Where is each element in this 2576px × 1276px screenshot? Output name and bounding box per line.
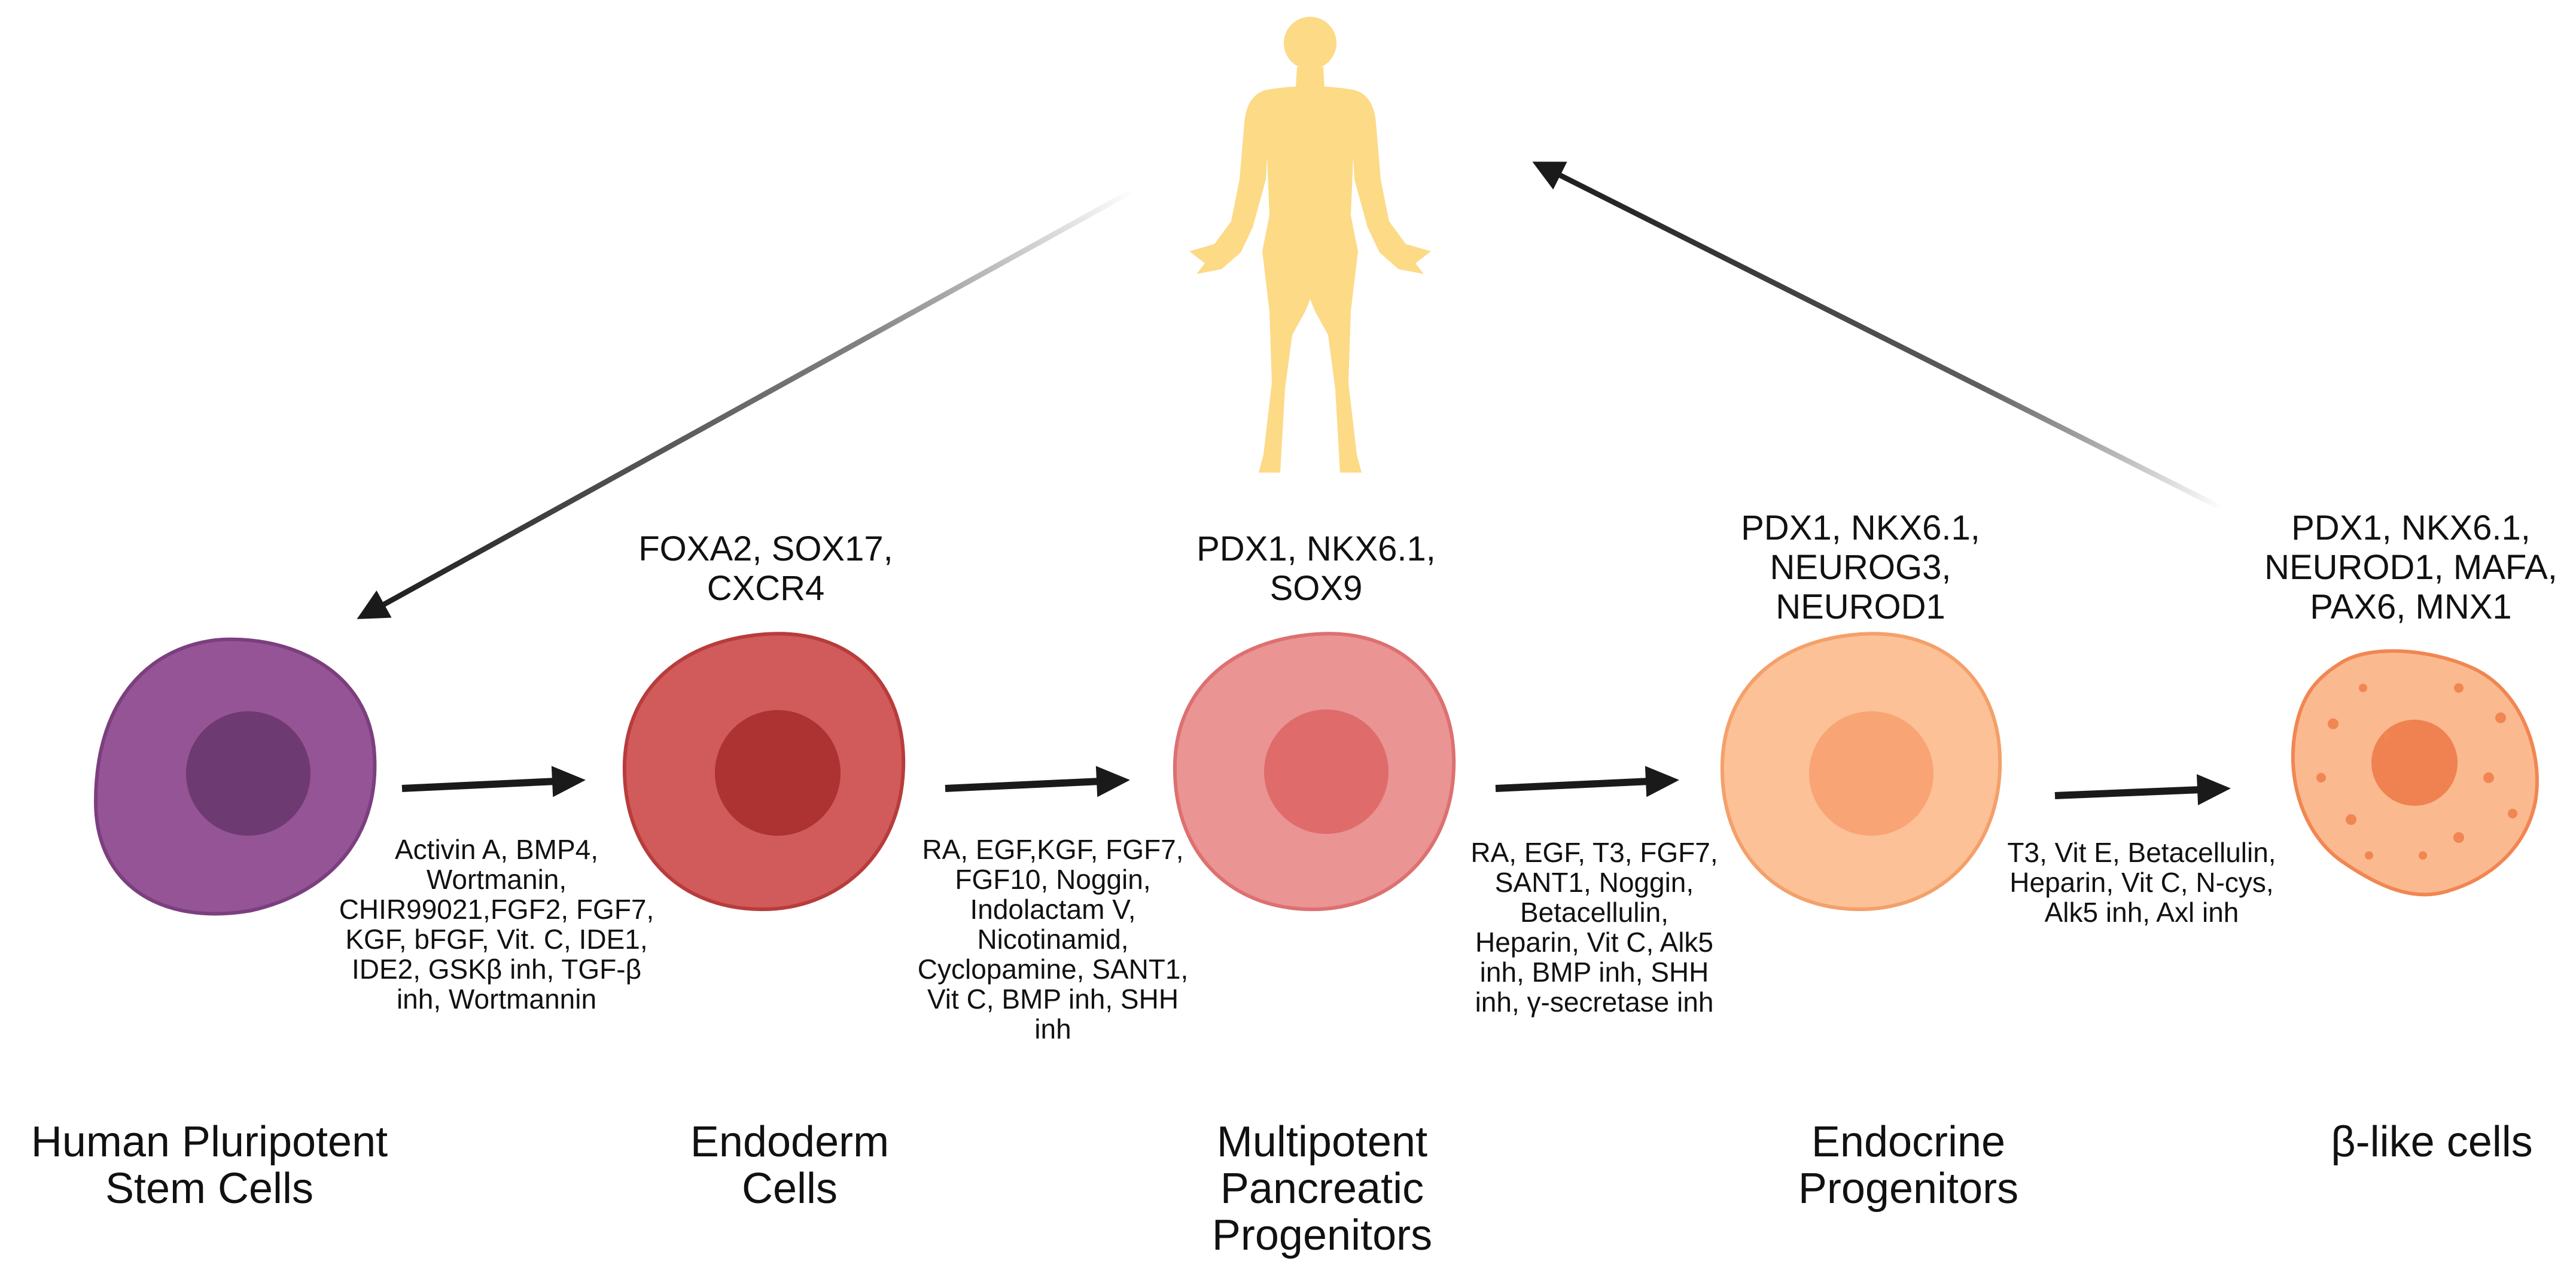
human-body-icon: [1189, 17, 1431, 473]
granules: [2316, 683, 2517, 860]
stage-name-beta-like-cells: β-like cells: [2331, 1118, 2533, 1166]
markers-endocrine-progenitors: PDX1, NKX6.1, NEUROG3, NEUROD1: [1741, 508, 1980, 626]
return-arrow-to-stem-cells: [357, 188, 1135, 619]
stage-name-multipotent-progenitors: Multipotent Pancreatic Progenitors: [1211, 1118, 1433, 1259]
factors-stage-1: Activin A, BMP4, Wortmanin, CHIR99021,FG…: [339, 834, 654, 1015]
endocrine-progenitor-cell: [1720, 632, 2002, 912]
stage-name-endoderm: Endoderm Cells: [690, 1118, 890, 1213]
stem-cell: [93, 637, 377, 916]
stage-name-endocrine-progenitors: Endocrine Progenitors: [1798, 1118, 2019, 1213]
stage-arrow-4: [2054, 774, 2231, 806]
markers-multipotent-progenitors: PDX1, NKX6.1, SOX9: [1196, 529, 1436, 608]
arrowhead: [1532, 162, 1567, 190]
arrowhead: [357, 590, 392, 619]
multipotent-progenitor-cell: [1173, 632, 1456, 912]
factors-stage-3: RA, EGF, T3, FGF7, SANT1, Noggin, Betace…: [1470, 837, 1718, 1018]
factors-stage-4: T3, Vit E, Betacellulin, Heparin, Vit C,…: [2007, 837, 2276, 928]
endoderm-cell: [622, 632, 906, 912]
stage-arrow-3: [1495, 766, 1679, 797]
markers-beta-like-cells: PDX1, NKX6.1, NEUROD1, MAFA, PAX6, MNX1: [2264, 508, 2557, 626]
stage-arrow-1: [401, 766, 586, 797]
stage-name-stem-cells: Human Pluripotent Stem Cells: [31, 1118, 388, 1213]
arrow-beta-cells-to-human: [1532, 162, 2224, 511]
beta-like-cell: [2291, 649, 2539, 897]
markers-endoderm: FOXA2, SOX17, CXCR4: [638, 529, 893, 608]
factors-stage-2: RA, EGF,KGF, FGF7, FGF10, Noggin, Indola…: [917, 834, 1189, 1044]
stage-arrow-2: [945, 766, 1130, 797]
